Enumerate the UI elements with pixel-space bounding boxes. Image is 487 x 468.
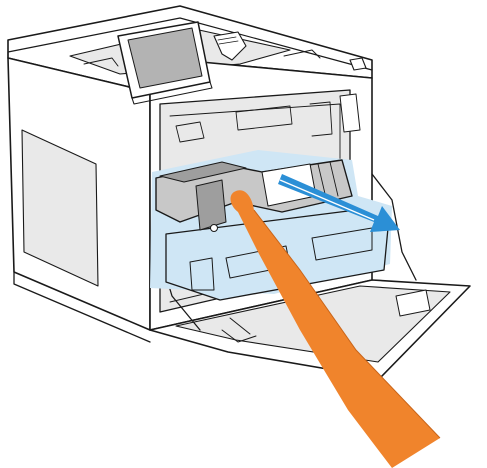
toner-cartridge-top: [159, 161, 247, 183]
output-tray-slot-left: [83, 57, 119, 67]
inner-mechanism: [175, 101, 333, 143]
output-tray-slot-right: [283, 49, 321, 59]
printer-top-edge: [7, 17, 373, 71]
toner-cartridge-end: [195, 179, 227, 231]
control-panel-screen: [127, 27, 203, 89]
pull-direction-arrow-icon: [278, 174, 400, 232]
door-hinge-right: [395, 289, 431, 317]
power-button: [349, 57, 367, 71]
control-panel-stand: [131, 81, 213, 105]
right-latch: [339, 93, 361, 133]
top-tab-stripes: [217, 36, 239, 45]
toner-cartridge-gear: [210, 224, 218, 232]
printer-left-side-panel: [21, 129, 99, 287]
toner-cartridge-rib: [317, 161, 339, 199]
door-handle-left: [221, 317, 257, 343]
printer-left-foot: [13, 271, 151, 343]
sealing-tape-icon: [230, 190, 440, 468]
sealing-tape-edge: [253, 209, 441, 439]
